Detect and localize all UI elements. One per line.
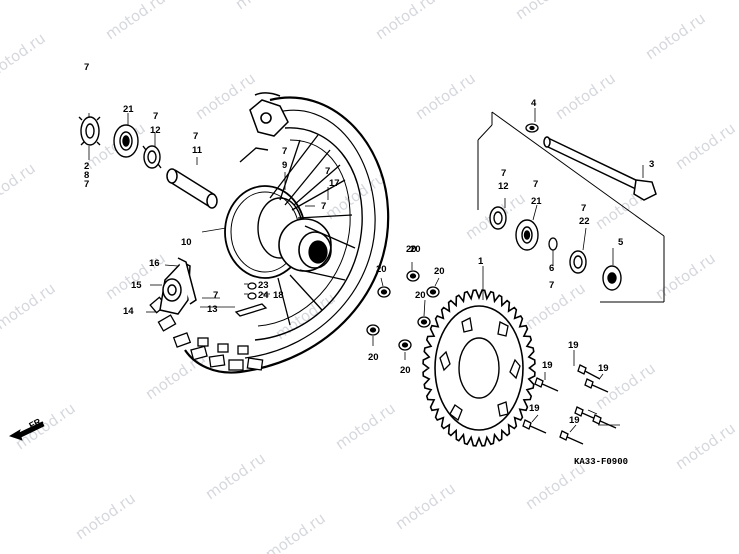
watermark-text: motod.ru [0,159,39,213]
watermark-text: motod.ru [332,399,399,453]
callout-c1: 1 [478,256,484,267]
watermark-text: motod.ru [72,489,139,543]
left-axle-nut [78,116,101,146]
callout-c7e: 7 [282,146,287,157]
callout-c13: 13 [207,304,218,315]
diagram-code: KA33-F0900 [574,457,628,467]
driven-sprocket [422,289,536,447]
chain-adjuster [159,257,197,315]
watermark-text: motod.ru [522,279,589,333]
side-collar [602,265,622,291]
watermark-text: motod.ru [0,29,49,83]
watermark-text: motod.ru [232,0,299,13]
watermark-text: motod.ru [552,69,619,123]
watermark-text: motod.ru [642,9,709,63]
callout-c20e: 20 [368,352,379,363]
callout-c19e: 19 [569,415,580,426]
axle-washer [525,123,539,133]
callout-c11: 11 [192,145,203,156]
callout-c20a: 20 [406,244,417,255]
callout-c21a: 21 [123,104,134,115]
callout-c23: 23 [258,280,269,291]
callout-c6: 6 [549,263,554,274]
callout-c3: 3 [649,159,654,170]
distance-collar [166,168,218,209]
callout-c4: 4 [531,98,537,109]
small-oring [548,237,558,251]
callout-c7g: 7 [321,201,326,212]
watermark-text: motod.ru [392,479,459,533]
sprocket-bolts [522,364,617,445]
watermark-text: motod.ru [372,0,439,43]
sprocket-bearing [569,250,587,274]
callout-c7d: 7 [193,131,198,142]
watermark-text: motod.ru [0,279,59,333]
callout-c7b: 7 [153,111,158,122]
watermark-text: motod.ru [202,449,269,503]
callout-c7i: 7 [501,168,506,179]
callout-c20f: 20 [400,365,411,376]
sprocket-nuts [366,270,440,351]
callout-c20b: 20 [434,266,445,277]
callout-c5: 5 [618,237,624,248]
callout-c20g: 20 [410,244,421,255]
callout-c20d: 20 [415,290,426,301]
watermark-text: motod.ru [512,0,579,23]
callout-c7c: 7 [84,179,89,190]
watermark-text: motod.ru [262,509,329,554]
watermark-text: motod.ru [412,69,479,123]
watermark-text: motod.ru [652,249,719,303]
rear-axle [543,136,657,201]
front-direction-arrow [9,421,45,441]
right-oil-seal [489,206,507,230]
rear-wheel-tire [149,92,390,374]
callout-c20c: 20 [376,264,387,275]
callout-c17: 17 [329,178,340,189]
callout-c7l: 7 [549,280,554,291]
callout-c7h: 7 [213,290,218,301]
leader-lines [88,108,644,433]
watermark-text: motod.ru [672,119,739,173]
callout-c7a: 7 [84,62,89,73]
callout-c9: 9 [282,160,287,171]
callout-c18: 18 [273,290,284,301]
left-oil-seal [142,145,162,169]
watermark-text: motod.ru [522,459,589,513]
callout-c7f: 7 [325,166,330,177]
callout-c24: 24 [258,290,269,301]
callout-c16: 16 [149,258,160,269]
watermark-text: motod.ru [672,419,739,473]
callout-c12a: 12 [150,125,161,136]
rim-band-parts [234,282,268,317]
callout-c19b: 19 [598,363,609,374]
right-wheel-bearing [515,219,539,251]
left-wheel-bearing [113,124,139,158]
watermark-text: motod.ru [192,69,259,123]
callout-c21b: 21 [531,196,542,207]
callout-c12b: 12 [498,181,509,192]
callout-c7k: 7 [581,203,586,214]
rear-axle-box [477,111,665,303]
watermark-text: motod.ru [102,0,169,43]
callout-c8: 8 [84,170,89,181]
callout-c7j: 7 [533,179,538,190]
callout-c10: 10 [181,237,192,248]
callout-c19a: 19 [568,340,579,351]
callout-c19d: 19 [529,403,540,414]
watermark-text: motod.ru [12,399,79,453]
callout-c19c: 19 [542,360,553,371]
callout-c15: 15 [131,280,142,291]
callout-c14: 14 [123,306,134,317]
callout-c2: 2 [84,161,89,172]
callout-c22: 22 [579,216,590,227]
